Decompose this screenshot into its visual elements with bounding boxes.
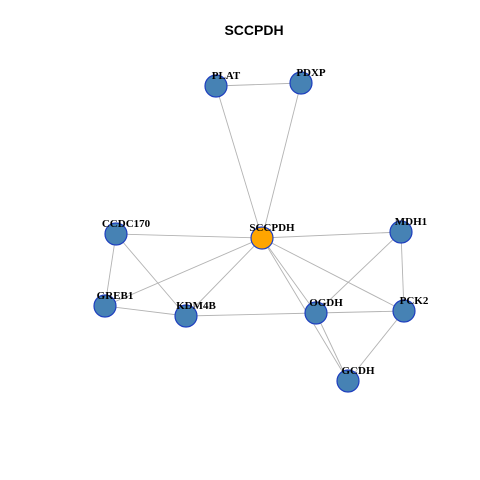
node-label-pdxp: PDXP bbox=[296, 67, 326, 79]
node-ogdh[interactable] bbox=[304, 301, 328, 325]
edge-kdm4b-ogdh bbox=[185, 312, 317, 317]
edge-pdxp-sccpdh bbox=[261, 82, 302, 239]
node-label-gcdh: GCDH bbox=[342, 365, 375, 377]
node-label-greb1: GREB1 bbox=[97, 290, 134, 302]
edge-sccpdh-mdh1 bbox=[261, 231, 402, 239]
graph-title: SCCPDH bbox=[224, 22, 283, 38]
edge-layer bbox=[104, 82, 405, 382]
node-label-ccdc170: CCDC170 bbox=[102, 218, 151, 230]
edge-mdh1-ogdh bbox=[315, 231, 402, 314]
node-label-mdh1: MDH1 bbox=[395, 216, 427, 228]
node-pck2[interactable] bbox=[392, 299, 416, 323]
edge-ccdc170-kdm4b bbox=[115, 233, 187, 317]
edge-sccpdh-pck2 bbox=[261, 237, 405, 312]
node-ccdc170[interactable] bbox=[104, 222, 128, 246]
edge-mdh1-pck2 bbox=[400, 231, 405, 312]
node-plat[interactable] bbox=[204, 74, 228, 98]
edge-plat-pdxp bbox=[215, 82, 302, 87]
edge-plat-sccpdh bbox=[215, 85, 263, 239]
node-label-plat: PLAT bbox=[212, 70, 241, 82]
edge-ccdc170-greb1 bbox=[104, 233, 117, 307]
edge-greb1-kdm4b bbox=[104, 305, 187, 317]
edge-sccpdh-greb1 bbox=[104, 237, 263, 307]
edge-sccpdh-kdm4b bbox=[185, 237, 263, 317]
edge-ogdh-pck2 bbox=[315, 310, 405, 314]
node-label-kdm4b: KDM4B bbox=[176, 300, 216, 312]
node-label-pck2: PCK2 bbox=[400, 295, 429, 307]
edge-ccdc170-sccpdh bbox=[115, 233, 263, 239]
node-gcdh[interactable] bbox=[336, 369, 360, 393]
node-sccpdh[interactable] bbox=[250, 226, 274, 250]
edge-sccpdh-ogdh bbox=[261, 237, 317, 314]
node-mdh1[interactable] bbox=[389, 220, 413, 244]
edge-ogdh-gcdh bbox=[315, 312, 349, 382]
node-greb1[interactable] bbox=[93, 294, 117, 318]
node-layer bbox=[93, 71, 416, 393]
node-label-ogdh: OGDH bbox=[309, 297, 343, 309]
edge-pck2-gcdh bbox=[347, 310, 405, 382]
node-label-sccpdh: SCCPDH bbox=[249, 222, 295, 234]
node-kdm4b[interactable] bbox=[174, 304, 198, 328]
node-pdxp[interactable] bbox=[289, 71, 313, 95]
